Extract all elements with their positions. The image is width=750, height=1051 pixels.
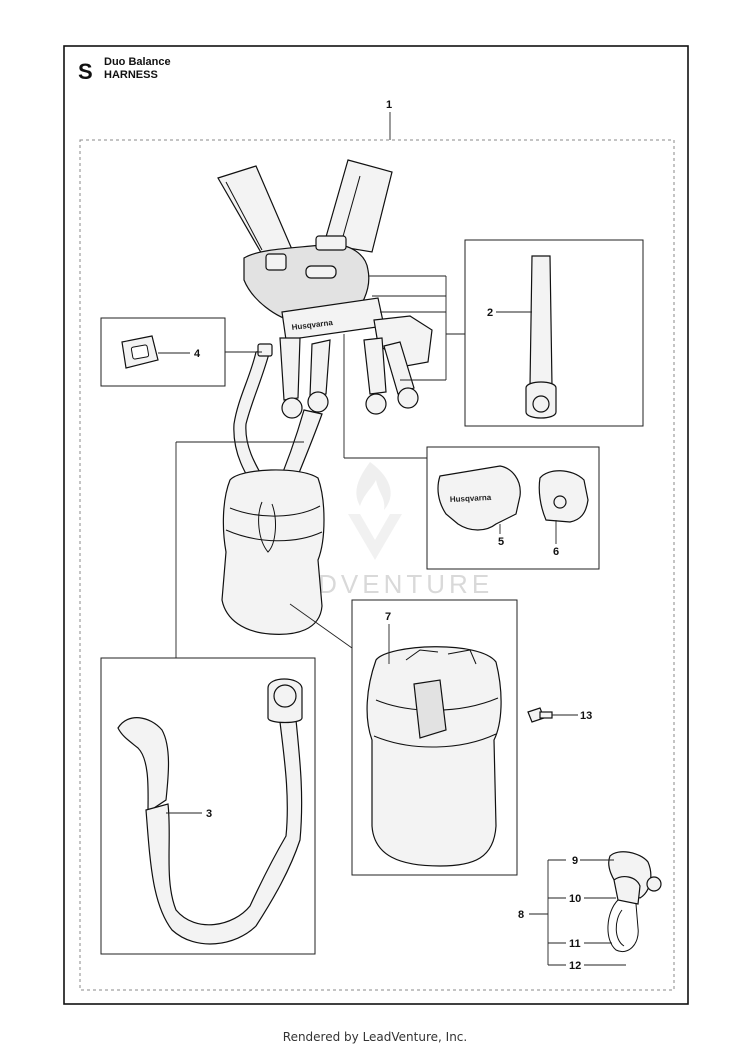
assembly-group-boundary — [79, 139, 675, 991]
screw-part-13 — [527, 707, 553, 723]
callout-13: 13 — [580, 710, 592, 722]
buckle-part-4 — [121, 335, 159, 369]
holster-part-7 — [366, 646, 502, 867]
callout-6: 6 — [553, 546, 559, 558]
callout-box-7 — [351, 599, 518, 876]
callout-1: 1 — [386, 99, 392, 111]
callout-box-4 — [100, 317, 226, 387]
callout-5: 5 — [498, 536, 504, 548]
callout-11: 11 — [569, 938, 581, 950]
strap-part-3 — [117, 678, 303, 945]
callout-4: 4 — [194, 348, 201, 360]
diagram-title: HARNESS — [104, 69, 158, 81]
pad-brand-print: Husqvarna — [450, 493, 492, 504]
callout-3: 3 — [206, 808, 212, 820]
chest-pad-part-5: Husqvarna — [437, 465, 521, 531]
callout-2: 2 — [487, 307, 493, 319]
callout-box-3 — [100, 657, 316, 955]
callout-12: 12 — [569, 960, 581, 972]
footer-credit: Rendered by LeadVenture, Inc. — [282, 1030, 468, 1044]
callout-9: 9 — [572, 855, 578, 867]
callout-8: 8 — [518, 909, 524, 921]
model-name: Duo Balance — [104, 56, 171, 68]
hip-pad-part-6 — [538, 470, 589, 523]
diagram-frame — [63, 45, 689, 1005]
callout-box-5-6 — [426, 446, 600, 570]
harness-illustration: Husqvarna — [217, 159, 433, 635]
section-letter: S — [78, 59, 93, 84]
carabiner-kit — [607, 851, 662, 952]
callout-7: 7 — [385, 611, 391, 623]
watermark-logo — [348, 462, 402, 560]
callout-box-2 — [464, 239, 644, 427]
strap-part-2 — [525, 255, 557, 419]
callout-10: 10 — [569, 893, 581, 905]
